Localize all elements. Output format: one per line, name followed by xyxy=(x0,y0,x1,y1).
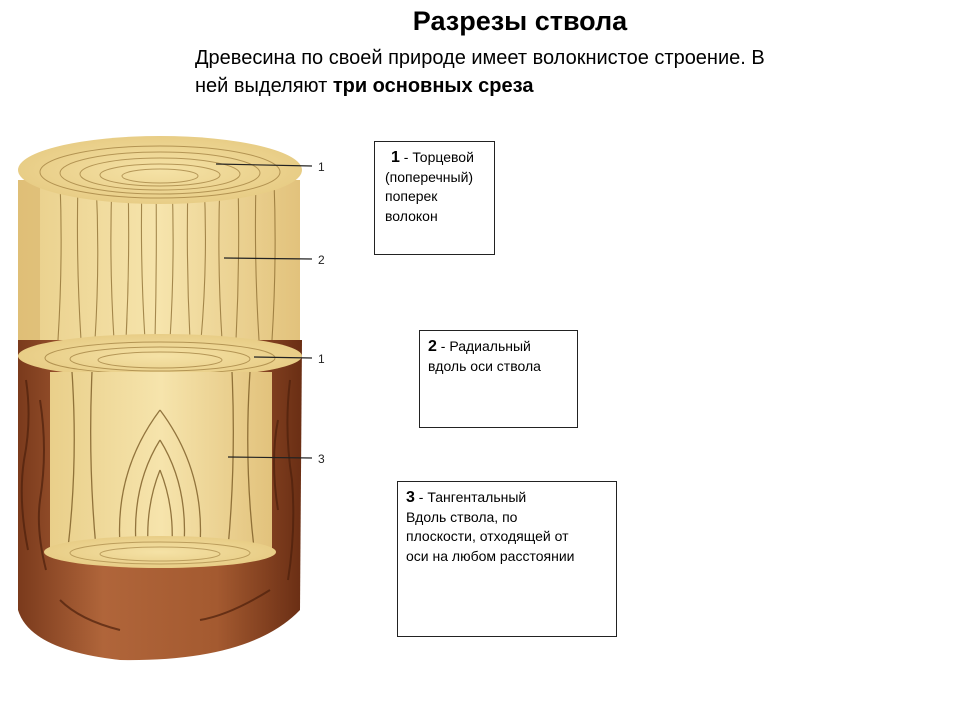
box1-number: 1 xyxy=(391,149,400,166)
box3-line: плоскости, отходящей от xyxy=(406,528,569,544)
tangential-face xyxy=(50,372,272,548)
lower-growth-rings xyxy=(69,541,251,565)
trunk-cut-diagram: 1 2 1 3 xyxy=(18,136,325,661)
page-title: Разрезы ствола xyxy=(412,6,628,36)
intro-regular: Древесина по своей природе имеет волокни… xyxy=(195,47,765,97)
box1-line: поперек xyxy=(385,188,438,204)
top-growth-rings xyxy=(39,145,281,199)
box3-name: - Тангентальный xyxy=(414,489,527,505)
box1-line: волокон xyxy=(385,207,438,224)
callout-1-middle: 1 xyxy=(318,352,325,366)
radial-block xyxy=(18,180,300,340)
cut-box-transverse: 1 - Торцевой (поперечный) поперек волоко… xyxy=(374,141,495,255)
box2-number: 2 xyxy=(428,338,437,355)
box2-name: - Радиальный xyxy=(436,338,531,354)
tangential-grain xyxy=(67,371,255,549)
middle-growth-rings xyxy=(44,341,276,375)
intro-text: Древесина по своей природе имеет волокни… xyxy=(195,44,795,100)
lower-cross-section xyxy=(44,536,276,568)
callout-2: 2 xyxy=(318,253,325,267)
cut-box-radial: 2 - Радиальный вдоль оси ствола xyxy=(419,330,578,428)
cut-box-tangential: 3 - Тангентальный Вдоль ствола, по плоск… xyxy=(397,481,617,637)
top-cross-section xyxy=(18,136,302,204)
radial-face-left-shade xyxy=(18,180,40,340)
box3-number: 3 xyxy=(406,489,415,506)
callout-lines xyxy=(215,163,313,459)
box3-line: оси на любом расстоянии xyxy=(406,547,575,564)
bark-texture xyxy=(20,379,295,631)
intro-bold: три основных среза xyxy=(332,75,534,97)
box1-name: - Торцевой xyxy=(399,149,474,165)
box1-line: (поперечный) xyxy=(385,168,474,185)
box3-line: Вдоль ствола, по xyxy=(406,508,518,525)
box2-line: вдоль оси ствола xyxy=(428,357,541,374)
callout-3: 3 xyxy=(318,452,325,466)
callout-1-top: 1 xyxy=(318,160,325,174)
